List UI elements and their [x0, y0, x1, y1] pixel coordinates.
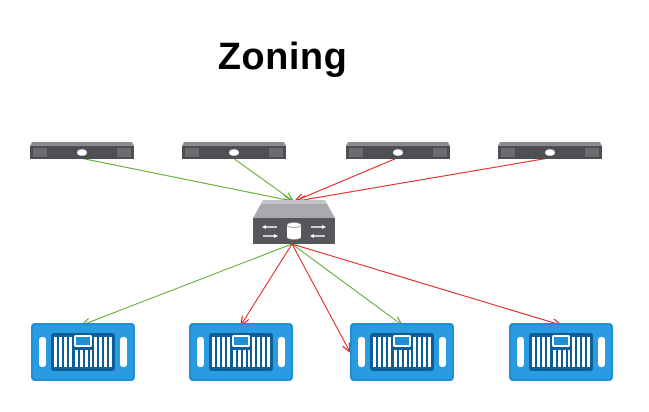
link-switch-storage-1: [82, 243, 293, 325]
host-server-icon: [30, 142, 134, 159]
link-switch-storage-2: [241, 243, 293, 325]
host-server-icon: [346, 142, 450, 159]
link-switch-storage-3-red: [291, 243, 350, 352]
link-switch-storage-3-green: [291, 243, 402, 325]
storage-array-icon: [31, 323, 135, 381]
storage-array-icon: [189, 323, 293, 381]
link-host-2-switch: [232, 157, 293, 201]
diagram-title: Zoning: [217, 36, 348, 78]
storage-array-icon: [350, 323, 454, 381]
link-switch-storage-4: [291, 243, 561, 325]
storage-array-icon: [509, 323, 613, 381]
link-host-4-switch: [297, 157, 550, 201]
host-server-icon: [182, 142, 286, 159]
link-host-1-switch: [79, 157, 292, 201]
fabric-switch-icon: [253, 200, 335, 244]
link-host-3-switch: [295, 157, 398, 201]
host-server-icon: [498, 142, 602, 159]
